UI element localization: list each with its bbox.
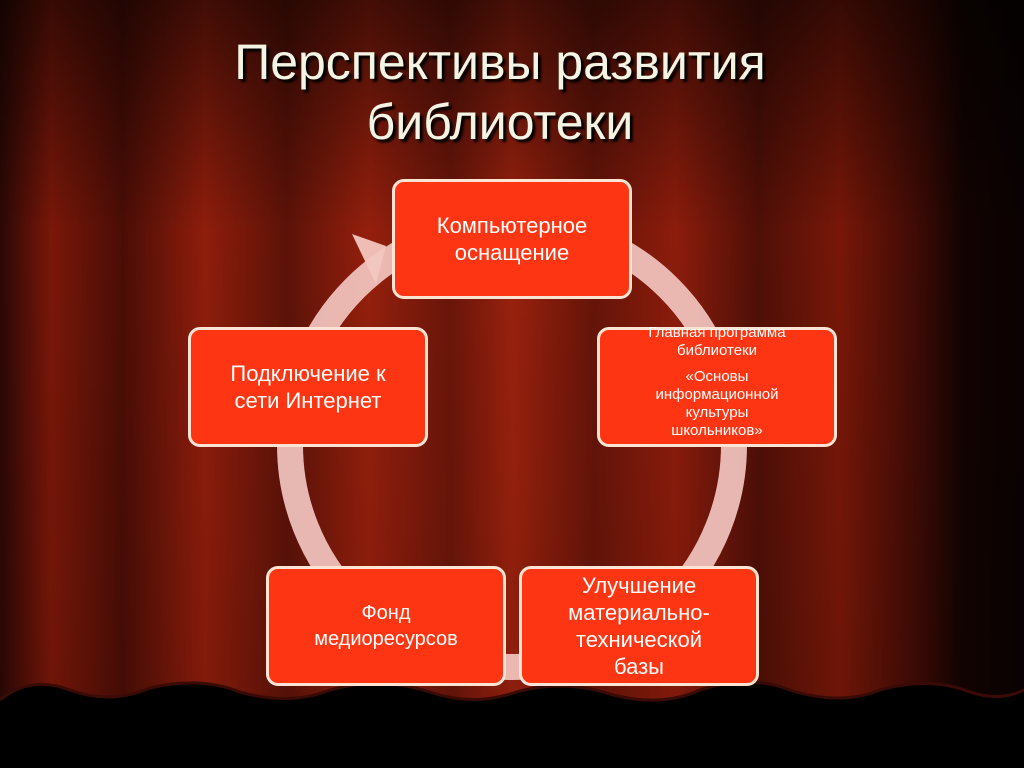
node-material-line3: технической	[575, 627, 703, 652]
node-program-quote2: информационной	[655, 386, 779, 403]
node-computer-equipment: Компьютерное оснащение	[392, 179, 632, 299]
node-media-line1: Фонд	[361, 602, 411, 624]
slide-title-line1: Перспективы развития	[234, 34, 766, 90]
node-program-line2: библиотеки	[676, 342, 758, 359]
slide-title: Перспективы развития библиотеки	[150, 32, 850, 152]
node-media-line2: медиоресурсов	[314, 628, 458, 650]
cycle-arrowhead	[352, 234, 386, 284]
node-program-quote3: культуры	[685, 404, 749, 421]
node-computer-line2: оснащение	[454, 240, 570, 265]
node-program-quote1: «Основы	[685, 368, 749, 385]
node-internet-line2: сети Интернет	[234, 388, 382, 413]
node-program-line1: Главная программа	[648, 324, 786, 341]
node-computer-line1: Компьютерное	[436, 213, 588, 238]
node-main-program: Главная программа библиотеки «Основы инф…	[597, 324, 837, 447]
slide-title-line2: библиотеки	[366, 94, 634, 150]
node-material-line4: базы	[614, 654, 664, 679]
node-internet: Подключение к сети Интернет	[188, 327, 428, 447]
node-material-line2: материально-	[568, 600, 710, 625]
node-media-fund: Фонд медиоресурсов	[266, 566, 506, 686]
node-internet-line1: Подключение к	[230, 361, 386, 386]
node-material-line1: Улучшение	[581, 573, 697, 598]
node-material-base: Улучшение материально- технической базы	[519, 566, 759, 686]
node-program-quote4: школьников»	[671, 422, 763, 439]
